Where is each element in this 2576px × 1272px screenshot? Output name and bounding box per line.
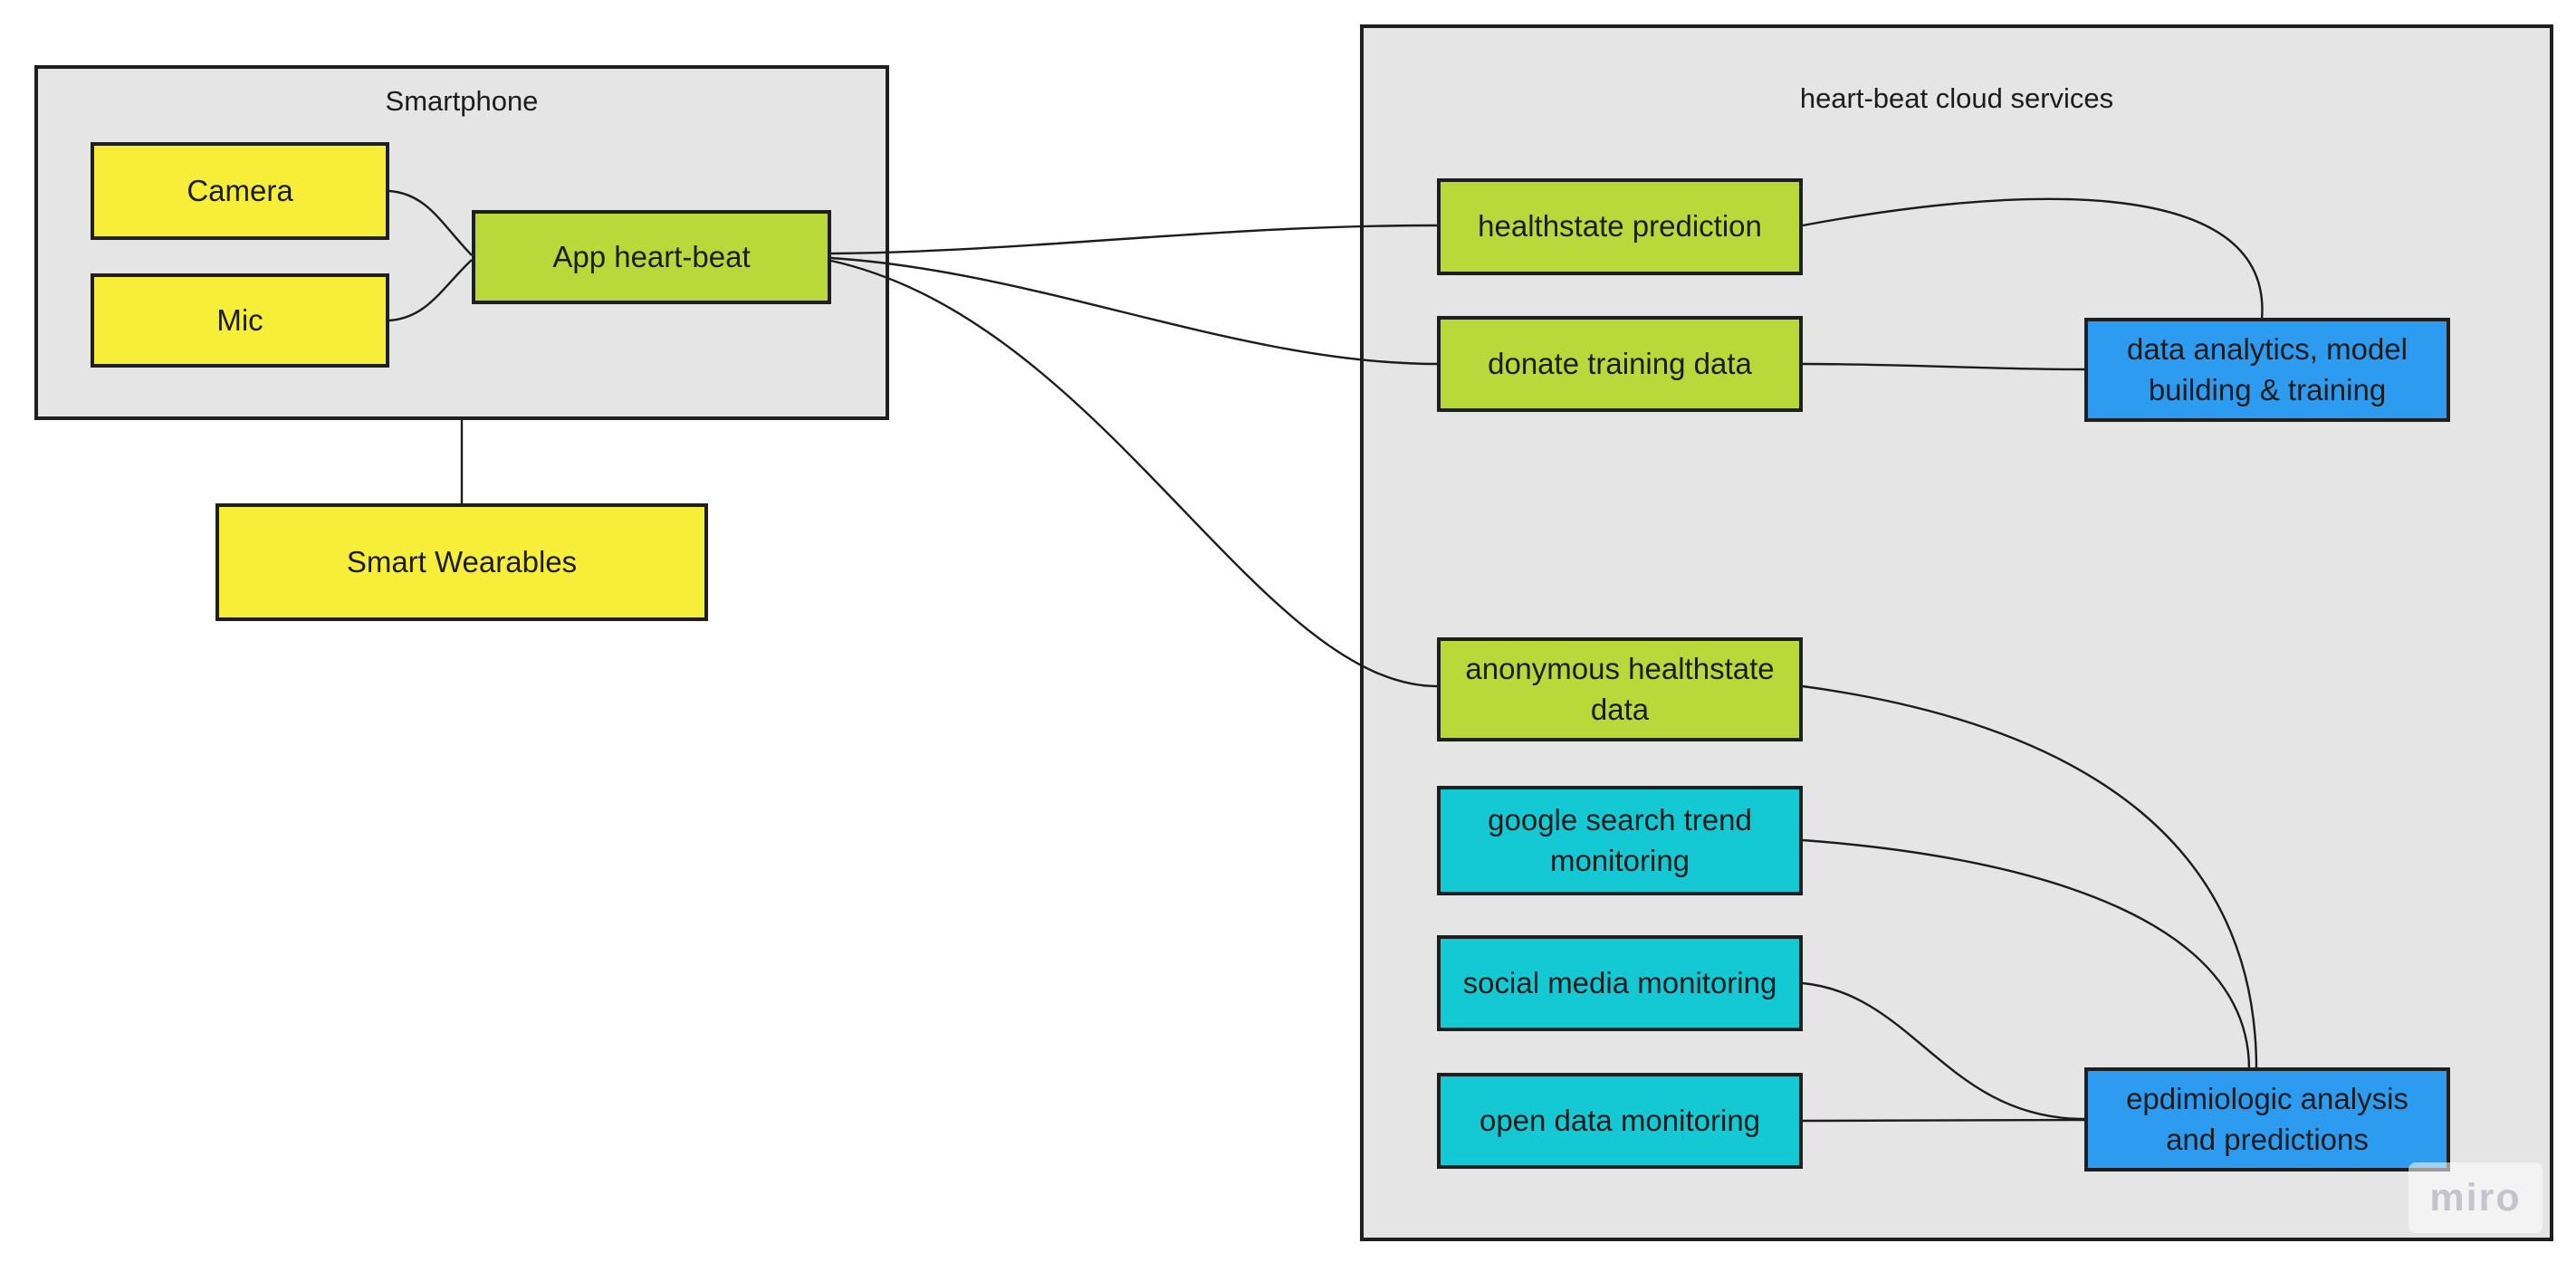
node-epdimiologic-analysis-label: epdimiologic analysis and predictions xyxy=(2126,1082,2408,1156)
node-google-search-trend-label: google search trend monitoring xyxy=(1488,803,1752,877)
node-social-media-monitoring[interactable]: social media monitoring xyxy=(1437,935,1803,1031)
connector-open-data-monitoring-epdimiologic[interactable] xyxy=(1802,1118,2085,1123)
node-anonymous-healthstate-data-label: anonymous healthstate data xyxy=(1465,652,1775,726)
node-anonymous-healthstate-data[interactable]: anonymous healthstate data xyxy=(1437,637,1803,741)
node-mic-label: Mic xyxy=(216,302,263,337)
node-mic[interactable]: Mic xyxy=(91,273,389,368)
node-healthstate-prediction[interactable]: healthstate prediction xyxy=(1437,178,1803,275)
node-social-media-monitoring-label: social media monitoring xyxy=(1462,965,1777,999)
miro-watermark: miro xyxy=(2408,1162,2542,1233)
connector-app-heart-beat-anonymous-healthstate-data[interactable] xyxy=(830,259,1438,688)
node-smart-wearables[interactable]: Smart Wearables xyxy=(215,503,708,621)
node-open-data-monitoring-label: open data monitoring xyxy=(1479,1103,1761,1137)
node-data-analytics-label: data analytics, model building & trainin… xyxy=(2126,332,2408,406)
connector-app-heart-beat-donate-training-data[interactable] xyxy=(830,256,1438,366)
node-camera[interactable]: Camera xyxy=(91,142,389,240)
node-camera-label: Camera xyxy=(187,173,293,207)
connector-google-search-trend-epdimiologic[interactable] xyxy=(1802,838,2251,1070)
connector-app-heart-beat-healthstate-prediction[interactable] xyxy=(830,224,1438,255)
miro-watermark-label: miro xyxy=(2429,1175,2522,1219)
node-epdimiologic-analysis-predictions[interactable]: epdimiologic analysis and predictions xyxy=(2084,1067,2450,1172)
connector-healthstate-prediction-data-analytics[interactable] xyxy=(1802,197,2264,320)
node-donate-training-data[interactable]: donate training data xyxy=(1437,316,1803,412)
node-open-data-monitoring[interactable]: open data monitoring xyxy=(1437,1073,1803,1169)
connector-mic-app-heart-beat[interactable] xyxy=(388,259,473,322)
node-donate-training-data-label: donate training data xyxy=(1488,346,1752,380)
connector-social-media-monitoring-epdimiologic[interactable] xyxy=(1802,981,2085,1121)
node-google-search-trend-monitoring[interactable]: google search trend monitoring xyxy=(1437,786,1803,895)
node-app-heart-beat[interactable]: App heart-beat xyxy=(472,210,831,304)
connector-camera-app-heart-beat[interactable] xyxy=(388,189,473,256)
connector-anonymous-healthstate-data-epdimiologic[interactable] xyxy=(1802,684,2258,1070)
node-app-heart-beat-label: App heart-beat xyxy=(552,239,751,273)
node-smart-wearables-label: Smart Wearables xyxy=(346,544,578,579)
connector-donate-training-data-data-analytics[interactable] xyxy=(1802,362,2085,371)
node-data-analytics-model-building[interactable]: data analytics, model building & trainin… xyxy=(2084,318,2450,422)
node-healthstate-prediction-label: healthstate prediction xyxy=(1478,209,1762,244)
